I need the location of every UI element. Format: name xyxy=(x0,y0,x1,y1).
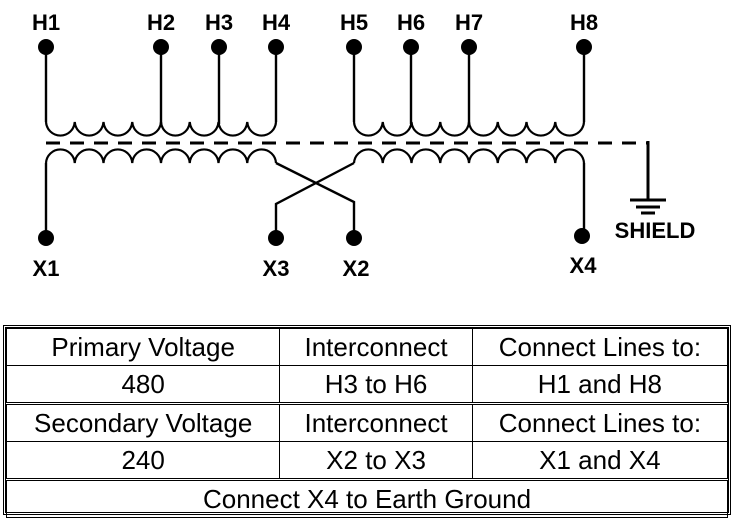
terminal-h1: H1 xyxy=(32,10,60,122)
terminal-label-h6: H6 xyxy=(397,10,425,35)
terminal-label-x2: X2 xyxy=(343,256,370,281)
connection-table: Primary Voltage Interconnect Connect Lin… xyxy=(3,325,731,518)
terminal-x1: X1 xyxy=(33,163,60,281)
shield: SHIELD xyxy=(46,141,695,243)
primary-values-row: 480 H3 to H6 H1 and H8 xyxy=(5,365,729,404)
terminal-label-h3: H3 xyxy=(205,10,233,35)
terminal-label-h2: H2 xyxy=(147,10,175,35)
secondary-connect-lines-header: Connect Lines to: xyxy=(471,402,729,442)
terminal-x3: X3 xyxy=(263,161,355,281)
ground-note-row: Connect X4 to Earth Ground xyxy=(6,478,728,518)
terminal-h7: H7 xyxy=(455,10,483,124)
transformer-wiring-diagram: H1 H2 H3 H4 H5 H6 H7 xyxy=(32,10,695,281)
secondary-voltage-value: 240 xyxy=(5,441,281,480)
primary-voltage-header: Primary Voltage xyxy=(5,328,281,366)
terminal-h4: H4 xyxy=(262,10,291,122)
ground-note: Connect X4 to Earth Ground xyxy=(6,478,728,518)
terminal-label-h4: H4 xyxy=(262,10,291,35)
terminal-label-x4: X4 xyxy=(570,253,598,278)
terminal-h2: H2 xyxy=(147,10,175,124)
terminal-dot-x2 xyxy=(346,230,362,246)
primary-connect-lines-header: Connect Lines to: xyxy=(471,328,729,366)
terminal-label-h1: H1 xyxy=(32,10,60,35)
primary-coil-left xyxy=(44,121,278,137)
terminal-h3: H3 xyxy=(205,10,233,124)
shield-label: SHIELD xyxy=(615,218,696,243)
primary-interconnect-value: H3 to H6 xyxy=(279,365,473,404)
secondary-terminals: X1 X3 X2 X4 xyxy=(33,161,598,281)
connection-table-grid: Primary Voltage Interconnect Connect Lin… xyxy=(5,328,729,518)
terminal-dot-x4 xyxy=(574,228,590,244)
lead-x2-crossover xyxy=(275,161,356,238)
terminal-label-h7: H7 xyxy=(455,10,483,35)
terminal-h6: H6 xyxy=(397,10,425,124)
terminal-label-h8: H8 xyxy=(570,10,598,35)
primary-connect-lines-value: H1 and H8 xyxy=(471,365,729,404)
terminal-h5: H5 xyxy=(340,10,368,122)
primary-interconnect-header: Interconnect xyxy=(279,328,473,366)
terminal-h8: H8 xyxy=(570,10,598,122)
secondary-header-row: Secondary Voltage Interconnect Connect L… xyxy=(5,402,729,442)
secondary-connect-lines-value: X1 and X4 xyxy=(471,441,729,480)
secondary-interconnect-header: Interconnect xyxy=(279,402,473,442)
terminal-x2: X2 xyxy=(275,161,370,281)
primary-coil-right xyxy=(352,121,586,137)
terminal-dot-x1 xyxy=(38,230,54,246)
secondary-coil-left xyxy=(44,148,278,164)
lead-x3-crossover xyxy=(274,161,355,238)
primary-header-row: Primary Voltage Interconnect Connect Lin… xyxy=(5,328,729,366)
primary-terminals: H1 H2 H3 H4 H5 H6 H7 xyxy=(32,10,598,124)
terminal-label-x3: X3 xyxy=(263,256,290,281)
terminal-x4: X4 xyxy=(570,163,598,278)
secondary-interconnect-value: X2 to X3 xyxy=(279,441,473,480)
secondary-coil-right xyxy=(352,148,586,164)
terminal-label-h5: H5 xyxy=(340,10,368,35)
secondary-voltage-header: Secondary Voltage xyxy=(5,402,281,442)
secondary-values-row: 240 X2 to X3 X1 and X4 xyxy=(5,441,729,480)
primary-voltage-value: 480 xyxy=(5,365,281,404)
ground-icon xyxy=(630,198,666,215)
terminal-dot-x3 xyxy=(268,230,284,246)
terminal-label-x1: X1 xyxy=(33,256,60,281)
